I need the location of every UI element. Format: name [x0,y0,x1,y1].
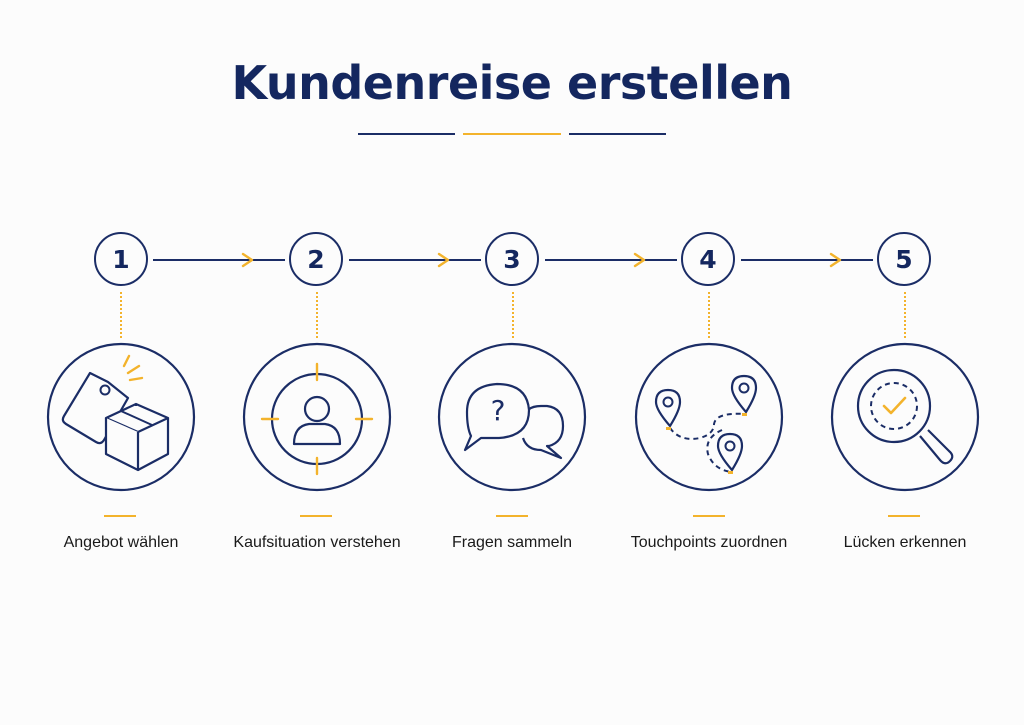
price-tag-box-icon [46,342,196,492]
step-4-label: Touchpoints zuordnen [630,534,788,551]
step-2-number: 2 [289,232,343,286]
step-3-label: Fragen sammeln [451,534,573,551]
svg-text:?: ? [491,394,506,427]
target-person-icon [242,342,392,492]
title-rule-right [569,133,666,135]
step-4-accent-underline [693,515,725,517]
step-5-accent-underline [888,515,920,517]
step-4-dotted-line [708,292,710,338]
title-rule-center [463,133,561,135]
map-pins-route-icon [634,342,784,492]
step-3-dotted-line [512,292,514,338]
step-connector-3-4 [545,252,677,268]
step-1-accent-underline [104,515,136,517]
step-2-accent-underline [300,515,332,517]
step-1-label: Angebot wählen [63,534,179,551]
step-3-accent-underline [496,515,528,517]
step-5-number: 5 [877,232,931,286]
step-1-dotted-line [120,292,122,338]
step-connector-4-5 [741,252,873,268]
step-1-number: 1 [94,232,148,286]
step-2-dotted-line [316,292,318,338]
speech-bubbles-question-icon: ? [437,342,587,492]
step-connector-2-3 [349,252,481,268]
magnifier-check-icon [830,342,980,492]
page-title: Kundenreise erstellen [231,56,793,110]
step-2-label: Kaufsituation verstehen [233,534,401,551]
step-connector-1-2 [153,252,285,268]
step-5-dotted-line [904,292,906,338]
step-3-number: 3 [485,232,539,286]
title-rule-left [358,133,455,135]
step-5-label: Lücken erkennen [843,534,967,551]
step-4-number: 4 [681,232,735,286]
